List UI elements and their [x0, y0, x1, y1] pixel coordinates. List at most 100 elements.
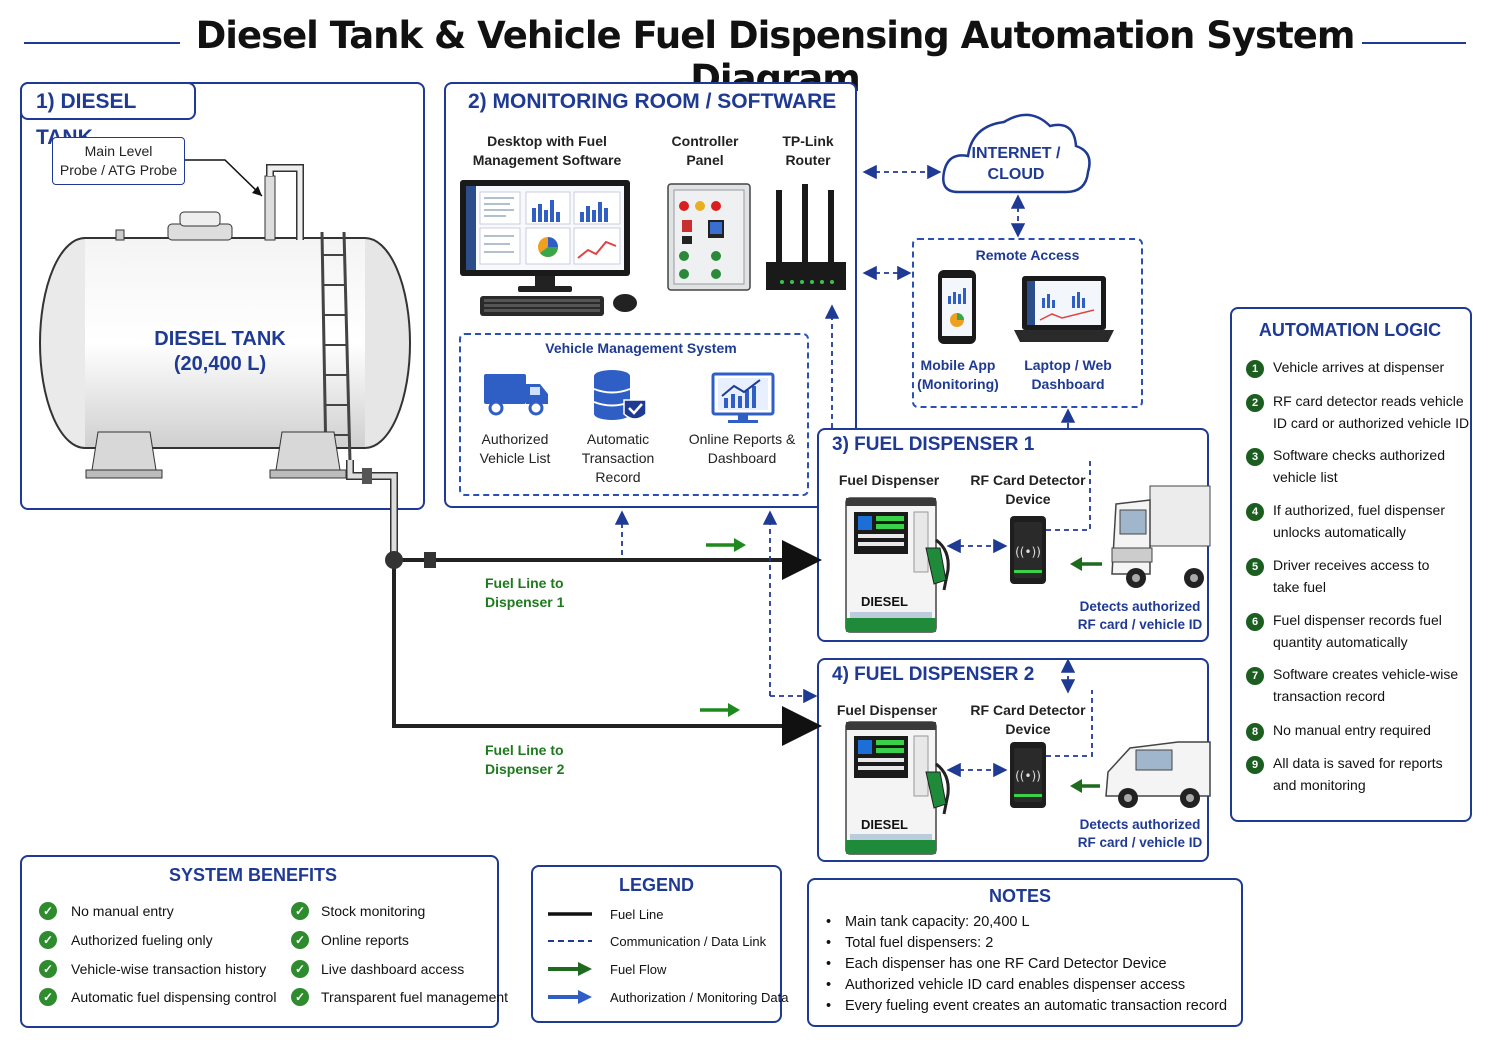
dispenser1-detects-line2: RF card / vehicle ID [1077, 617, 1203, 632]
reports-dashboard-icon [711, 372, 775, 423]
automation-logic-title: AUTOMATION LOGIC [1258, 320, 1442, 340]
fuel-line1-label-line1: Fuel Line to [485, 575, 564, 591]
vms-panel [459, 333, 809, 496]
fuel-line2-label: Fuel Line to Dispenser 2 [485, 741, 564, 779]
check-icon: ✓ [39, 960, 57, 978]
step-text: No manual entry required [1273, 722, 1431, 738]
monitoring-header: 2) MONITORING ROOM / SOFTWARE [468, 90, 837, 113]
probe-label-line1: Main Level [84, 143, 153, 159]
step-number: 1 [1246, 360, 1264, 378]
note-bullet: • [826, 935, 832, 951]
check-icon: ✓ [291, 960, 309, 978]
vms-item-transaction-line2: Transaction [581, 450, 655, 466]
step-text: Software creates vehicle-wise [1273, 666, 1459, 682]
truck-vehicle-icon [1111, 485, 1211, 588]
check-icon: ✓ [39, 931, 57, 949]
probe-label-line2: Probe / ATG Probe [59, 162, 178, 178]
check-icon: ✓ [39, 902, 57, 920]
cloud-label-line1: INTERNET / [971, 145, 1061, 162]
dispenser2-header: 4) FUEL DISPENSER 2 [832, 664, 1035, 685]
step-text: and monitoring [1273, 777, 1366, 793]
step-number: 4 [1246, 503, 1264, 521]
controller-label: Controller Panel [660, 132, 750, 170]
controller-label-line2: Panel [686, 152, 724, 168]
legend-authorization: Authorization / Monitoring Data [610, 990, 789, 1005]
truck-icon [484, 374, 548, 416]
title-rule-left [24, 42, 180, 44]
benefit-item: No manual entry [71, 903, 174, 919]
dispenser2-detects-line1: Detects authorized [1079, 817, 1201, 832]
step-text: unlocks automatically [1273, 524, 1407, 540]
database-icon [593, 370, 647, 420]
laptop-label-line2: Dashboard [1031, 376, 1105, 392]
svg-text:((•)): ((•)) [1015, 769, 1041, 783]
note-bullet: • [826, 977, 832, 993]
dispenser1-rf-label-line1: RF Card Detector [970, 472, 1086, 488]
step-text: If authorized, fuel dispenser [1273, 502, 1445, 518]
check-icon: ✓ [291, 931, 309, 949]
dispenser2-rf-label: RF Card Detector Device [968, 701, 1088, 739]
desktop-label-line2: Management Software [472, 152, 622, 168]
benefit-item: Automatic fuel dispensing control [71, 989, 277, 1005]
note-item: Every fueling event creates an automatic… [845, 998, 1228, 1014]
fuel-line1-label-line2: Dispenser 1 [485, 594, 565, 610]
laptop-icon [1014, 276, 1114, 342]
step-number: 8 [1246, 723, 1264, 741]
mobile-app-label-line2: (Monitoring) [917, 376, 999, 392]
step-number: 3 [1246, 448, 1264, 466]
vms-item-transaction-line1: Automatic [586, 431, 650, 447]
check-icon: ✓ [39, 988, 57, 1006]
benefit-item: Live dashboard access [321, 961, 465, 977]
router-label-line1: TP-Link [782, 133, 834, 149]
benefit-item: Transparent fuel management [321, 989, 509, 1005]
note-item: Each dispenser has one RF Card Detector … [845, 956, 1167, 972]
legend-fuel-line: Fuel Line [610, 907, 664, 922]
system-benefits-panel [20, 855, 499, 1028]
dispenser2-rf-label-line1: RF Card Detector [970, 702, 1086, 718]
benefit-item: Authorized fueling only [71, 932, 213, 948]
pickup-vehicle-icon [1105, 741, 1211, 808]
legend-title: LEGEND [618, 875, 694, 895]
dispenser1-rf-label-line2: Device [1005, 491, 1051, 507]
notes-title: NOTES [988, 886, 1051, 906]
desktop-label-line1: Desktop with Fuel [487, 133, 607, 149]
step-number: 5 [1246, 558, 1264, 576]
step-text: vehicle list [1273, 469, 1338, 485]
benefit-item: Stock monitoring [321, 903, 426, 919]
pump2-text: DIESEL [861, 817, 908, 832]
fuel-pump-1-icon [845, 497, 950, 633]
dispenser1-rf-label: RF Card Detector Device [968, 471, 1088, 509]
vms-item-reports-line1: Online Reports & [688, 431, 796, 447]
tank-label-line1: DIESEL TANK [154, 328, 286, 350]
fuel-line1-label: Fuel Line to Dispenser 1 [485, 574, 564, 612]
automation-logic-panel [1230, 307, 1472, 822]
vms-item-authorized-line1: Authorized [481, 431, 549, 447]
laptop-label-line1: Laptop / Web [1024, 357, 1112, 373]
probe-label-box: Main Level Probe / ATG Probe [52, 137, 185, 185]
note-bullet: • [826, 914, 832, 930]
controller-label-line1: Controller [671, 133, 739, 149]
dispenser2-rf-label-line2: Device [1005, 721, 1051, 737]
cloud-label-line2: CLOUD [987, 166, 1045, 183]
fuel-line2-label-line1: Fuel Line to [485, 742, 564, 758]
step-text: quantity automatically [1273, 634, 1408, 650]
legend-communication: Communication / Data Link [610, 934, 767, 949]
dispenser2-detects: Detects authorized RF card / vehicle ID [1076, 816, 1204, 852]
dispenser1-header: 3) FUEL DISPENSER 1 [832, 434, 1035, 455]
step-number: 9 [1246, 756, 1264, 774]
check-icon: ✓ [291, 988, 309, 1006]
dispenser2-label: Fuel Dispenser [836, 702, 938, 718]
benefit-item: Vehicle-wise transaction history [71, 961, 267, 977]
mobile-app-label-line1: Mobile App [920, 357, 996, 373]
legend-fuel-flow: Fuel Flow [610, 962, 667, 977]
step-text: All data is saved for reports [1273, 755, 1443, 771]
note-item: Total fuel dispensers: 2 [845, 935, 994, 951]
svg-text:((•)): ((•)) [1015, 545, 1041, 559]
benefit-item: Online reports [321, 932, 409, 948]
